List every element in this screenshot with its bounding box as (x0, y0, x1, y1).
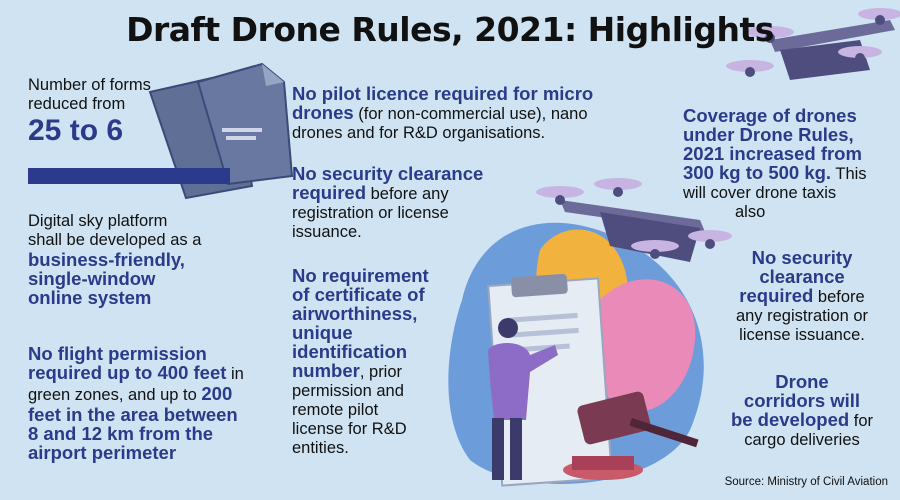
pilot-licence-block: No pilot licence required for micro dron… (292, 84, 593, 143)
air-bold4: unique (292, 322, 353, 343)
digital-sky-plain2: shall be developed as a (28, 231, 202, 249)
flight-plain2: green zones, and up to (28, 386, 202, 404)
corridors-block: Drone corridors will be developed for ca… (712, 372, 892, 450)
pilot-plain2: drones and for R&D organisations. (292, 124, 546, 142)
security-right-plain3: license issuance. (739, 326, 865, 344)
coverage-block: Coverage of drones under Drone Rules, 20… (683, 106, 867, 222)
air-plain2: permission and (292, 382, 404, 400)
flight-permission-block: No flight permission required up to 400 … (28, 344, 244, 462)
corridors-plain2: cargo deliveries (744, 431, 860, 449)
security-mid-plain3: issuance. (292, 223, 362, 241)
coverage-plain3: also (735, 203, 766, 221)
corridors-bold1: Drone (775, 371, 829, 392)
forms-line2: reduced from (28, 95, 126, 113)
pilot-plain1: (for non-commercial use), nano (353, 105, 588, 123)
divider-bar (28, 168, 230, 184)
security-mid-bold2: required (292, 182, 367, 203)
digital-sky-plain1: Digital sky platform (28, 212, 168, 230)
security-right-bold2: clearance (759, 266, 845, 287)
digital-sky-bold3: online system (28, 287, 152, 308)
gavel-icon (563, 391, 699, 480)
security-right-bold1: No security (751, 247, 853, 268)
drone-icon (536, 178, 732, 262)
drone-icon (726, 8, 900, 80)
coverage-plain1: This (831, 165, 867, 183)
forms-block: Number of forms reduced from 25 to 6 (28, 76, 151, 148)
flight-bold5: 8 and 12 km from the (28, 423, 214, 444)
air-plain3: remote pilot (292, 401, 379, 419)
security-right-block: No security clearance required before an… (712, 248, 892, 345)
air-plain1: , prior (359, 363, 403, 381)
document-icon (196, 62, 294, 186)
corridors-plain1: for (849, 412, 874, 430)
page-title: Draft Drone Rules, 2021: Highlights (126, 10, 774, 49)
flight-bold1: No flight permission (28, 343, 207, 364)
air-bold6: number (292, 360, 360, 381)
air-bold2: of certificate of (292, 284, 425, 305)
coverage-bold1: Coverage of drones (683, 105, 857, 126)
security-mid-plain1: before any (366, 185, 449, 203)
air-bold3: airworthiness, (292, 303, 418, 324)
pilot-bold1: No pilot licence required for micro (292, 83, 594, 104)
security-middle-block: No security clearance required before an… (292, 164, 483, 242)
source-note: Source: Ministry of Civil Aviation (724, 476, 888, 488)
coverage-plain2: will cover drone taxis (683, 184, 837, 202)
flight-bold3: 200 (201, 383, 233, 404)
coverage-bold3: 2021 increased from (683, 143, 862, 164)
security-right-bold3: required (739, 285, 814, 306)
security-mid-bold1: No security clearance (292, 163, 484, 184)
security-right-plain2: any registration or (735, 307, 869, 325)
digital-sky-bold2: single-window (28, 268, 156, 289)
security-right-plain1: before (813, 288, 865, 306)
person-figure (488, 318, 558, 480)
flight-bold4: feet in the area between (28, 404, 238, 425)
pilot-bold2: drones (292, 102, 354, 123)
flight-bold6: airport perimeter (28, 442, 177, 463)
flight-plain1: in (226, 365, 244, 383)
security-mid-plain2: registration or license (292, 204, 449, 222)
digital-sky-block: Digital sky platform shall be developed … (28, 212, 201, 307)
forms-line1: Number of forms (28, 76, 151, 94)
coverage-bold4: 300 kg to 500 kg. (683, 162, 832, 183)
air-plain4: license for R&D (292, 420, 407, 438)
digital-sky-bold1: business-friendly, (28, 249, 185, 270)
air-bold1: No requirement (292, 265, 429, 286)
forms-value: 25 to 6 (28, 114, 124, 147)
air-bold5: identification (292, 341, 408, 362)
corridors-bold3: be developed (730, 409, 850, 430)
coverage-bold2: under Drone Rules, (683, 124, 854, 145)
air-plain5: entities. (292, 439, 349, 457)
corridors-bold2: corridors will (743, 390, 861, 411)
flight-bold2: required up to 400 feet (28, 362, 227, 383)
airworthiness-block: No requirement of certificate of airwort… (292, 266, 429, 458)
